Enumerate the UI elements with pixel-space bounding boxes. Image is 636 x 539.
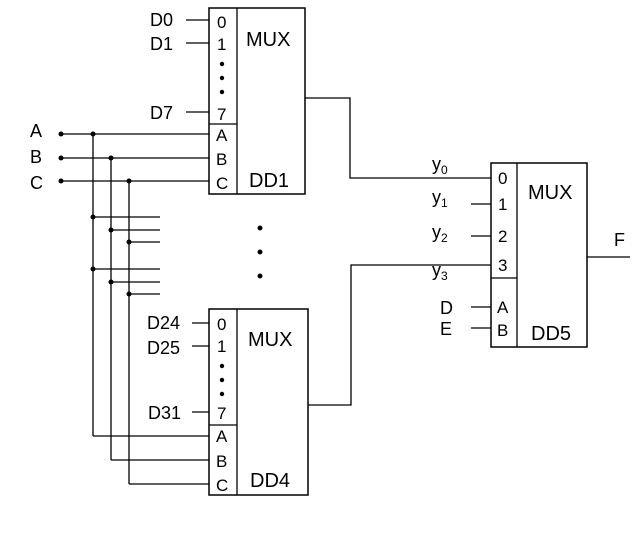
dd1-ellipsis-dot (219, 75, 225, 81)
dd5-pin-0: 0 (498, 169, 507, 188)
dd5-input-e: E (440, 319, 452, 339)
dd4-pin-b: B (216, 452, 227, 471)
dd1-output-wire (305, 97, 491, 179)
dd5-name: DD5 (531, 323, 571, 345)
select-bus: A B C (30, 121, 209, 485)
junction-dot (90, 214, 96, 220)
dd4-pin-0: 0 (217, 315, 226, 334)
dd5-pin-1: 1 (498, 195, 507, 214)
dd4-name: DD4 (250, 470, 290, 492)
dd5-pin-b: B (497, 321, 508, 340)
dd1-pin-a: A (216, 126, 228, 145)
dd5-pin-3: 3 (498, 256, 507, 275)
dd4-pin-c: C (216, 476, 228, 495)
dd4-pin-7: 7 (217, 404, 226, 423)
dd4-output-wire (308, 264, 491, 406)
junction-dot (108, 279, 114, 285)
junction-dot (90, 131, 96, 137)
y2-label: y2 (432, 222, 448, 245)
dd5-pin-2: 2 (498, 227, 507, 246)
dd1-pin-b: B (216, 150, 227, 169)
dd4-input-d25: D25 (147, 338, 180, 358)
dd1-pin-0: 0 (217, 13, 226, 32)
ellipsis-dot (257, 225, 263, 231)
dd1-input-d7: D7 (150, 103, 173, 123)
dd5-body (490, 162, 588, 348)
junction-dot (126, 178, 132, 184)
dd4-ellipsis-dot (219, 391, 225, 397)
mux-dd4: MUX DD4 0 1 7 A B C D24 D25 D31 (147, 308, 309, 496)
dd1-input-d1: D1 (150, 34, 173, 54)
input-c: C (30, 173, 43, 193)
dd4-ellipsis-dot (219, 377, 225, 383)
y0-label: y0 (432, 154, 448, 177)
dd1-body (208, 7, 306, 195)
dd4-input-d24: D24 (147, 313, 180, 333)
dd1-ellipsis-dot (219, 61, 225, 67)
dd1-name: DD1 (249, 170, 289, 192)
ellipsis-dot (257, 249, 263, 255)
dd1-pin-1: 1 (217, 35, 226, 54)
dd1-pin-7: 7 (217, 105, 226, 124)
y3-label: y3 (432, 260, 448, 283)
dd4-body (208, 308, 309, 496)
dd5-title: MUX (528, 182, 572, 204)
junction-dot (108, 227, 114, 233)
dd4-pin-a: A (216, 427, 228, 446)
dd1-input-d0: D0 (150, 10, 173, 30)
junction-dot (126, 291, 132, 297)
output-f: F (614, 230, 625, 250)
c-terminal (58, 178, 64, 184)
input-a: A (30, 121, 42, 141)
a-terminal (58, 131, 64, 137)
dd4-ellipsis-dot (219, 363, 225, 369)
dd1-title: MUX (246, 29, 290, 51)
junction-dot (108, 155, 114, 161)
dd4-pin-1: 1 (217, 337, 226, 356)
dd5-input-d: D (440, 298, 453, 318)
junction-dot (126, 239, 132, 245)
dd1-pin-c: C (216, 174, 228, 193)
y1-label: y1 (432, 187, 448, 210)
mux-dd1: MUX DD1 0 1 7 A B C D0 D1 D7 (150, 7, 306, 195)
dd4-input-d31: D31 (148, 403, 181, 423)
junction-dot (90, 266, 96, 272)
dd1-ellipsis-dot (219, 89, 225, 95)
mux-dd5: MUX DD5 0 1 2 3 A B y0 y1 y2 y3 D E F (432, 154, 630, 348)
dd5-pin-a: A (497, 298, 509, 317)
ellipsis-dot (257, 273, 263, 279)
dd4-title: MUX (248, 329, 292, 351)
b-terminal (58, 155, 64, 161)
input-b: B (30, 147, 42, 167)
